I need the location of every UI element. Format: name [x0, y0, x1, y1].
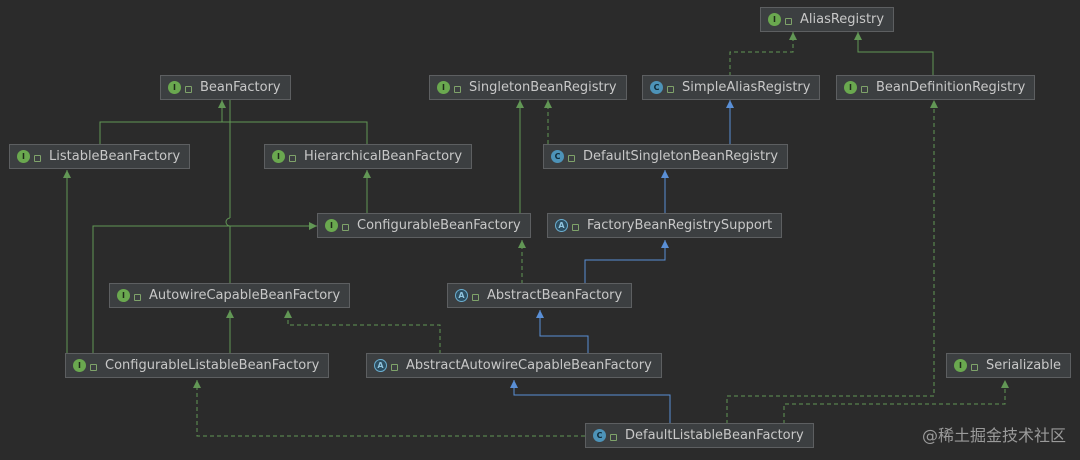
node-default-listable-bean-factory[interactable]: C DefaultListableBeanFactory — [585, 423, 814, 448]
watermark: @稀土掘金技术社区 — [921, 426, 1066, 445]
interface-icon: I — [272, 150, 285, 163]
lock-icon — [785, 18, 792, 25]
link-default-listable-to-conf-listable — [193, 380, 585, 437]
lock-icon — [342, 224, 349, 231]
lock-icon — [34, 155, 41, 162]
interface-icon: I — [168, 81, 181, 94]
node-configurable-listable-bean-factory[interactable]: I ConfigurableListableBeanFactory — [65, 353, 330, 378]
node-label: HierarchicalBeanFactory — [304, 149, 463, 164]
link-default-listable-to-serializable — [783, 380, 1009, 424]
node-abstract-autowire-capable-bean-factory[interactable]: A AbstractAutowireCapableBeanFactory — [366, 353, 662, 378]
lock-icon — [289, 155, 296, 162]
link-listable-to-bean-factory — [99, 100, 226, 144]
interface-icon: I — [768, 13, 781, 26]
abstract-class-icon: A — [374, 359, 387, 372]
node-alias-registry[interactable]: I AliasRegistry — [760, 7, 895, 32]
link-abstract-autowire-to-abstract-bf — [536, 310, 589, 354]
abstract-class-icon: A — [455, 289, 468, 302]
link-abstract-bf-to-factory-support — [584, 240, 669, 284]
node-simple-alias-registry[interactable]: C SimpleAliasRegistry — [642, 75, 821, 100]
node-label: DefaultSingletonBeanRegistry — [583, 149, 779, 164]
abstract-class-icon: A — [555, 219, 568, 232]
lock-icon — [971, 364, 978, 371]
lock-icon — [472, 294, 479, 301]
node-label: Serializable — [986, 358, 1062, 373]
node-serializable[interactable]: I Serializable — [946, 353, 1072, 378]
interface-icon: I — [73, 359, 86, 372]
node-factory-bean-registry-support[interactable]: A FactoryBeanRegistrySupport — [547, 213, 783, 238]
node-autowire-capable-bean-factory[interactable]: I AutowireCapableBeanFactory — [109, 283, 351, 308]
interface-icon: I — [117, 289, 130, 302]
lock-icon — [391, 364, 398, 371]
node-hierarchical-bean-factory[interactable]: I HierarchicalBeanFactory — [264, 144, 473, 169]
node-label: SimpleAliasRegistry — [682, 80, 811, 95]
node-configurable-bean-factory[interactable]: I ConfigurableBeanFactory — [317, 213, 531, 238]
node-label: ConfigurableBeanFactory — [357, 218, 521, 233]
link-conf-listable-to-configurable — [92, 222, 317, 354]
node-bean-definition-registry[interactable]: I BeanDefinitionRegistry — [836, 75, 1036, 100]
link-hierarchical-to-bean-factory — [222, 121, 368, 144]
lock-icon — [667, 86, 674, 93]
node-label: AbstractAutowireCapableBeanFactory — [406, 358, 652, 373]
link-simple-alias-to-alias — [729, 32, 797, 76]
node-label: BeanFactory — [200, 80, 281, 95]
link-bean-def-to-alias — [854, 32, 934, 76]
link-abstract-autowire-to-autowire — [284, 310, 441, 354]
lock-icon — [454, 86, 461, 93]
link-default-listable-to-abstract-autowire — [510, 380, 671, 424]
lock-icon — [90, 364, 97, 371]
class-icon: C — [650, 81, 663, 94]
lock-icon — [185, 86, 192, 93]
node-bean-factory[interactable]: I BeanFactory — [160, 75, 291, 100]
node-label: BeanDefinitionRegistry — [876, 80, 1026, 95]
lock-icon — [568, 155, 575, 162]
lock-icon — [610, 434, 617, 441]
class-icon: C — [551, 150, 564, 163]
interface-icon: I — [17, 150, 30, 163]
node-label: ListableBeanFactory — [49, 149, 181, 164]
lock-icon — [134, 294, 141, 301]
link-autowire-hop — [225, 217, 231, 227]
node-abstract-bean-factory[interactable]: A AbstractBeanFactory — [447, 283, 633, 308]
class-icon: C — [593, 429, 606, 442]
node-listable-bean-factory[interactable]: I ListableBeanFactory — [9, 144, 191, 169]
node-label: ConfigurableListableBeanFactory — [105, 358, 320, 373]
node-label: FactoryBeanRegistrySupport — [587, 218, 773, 233]
node-default-singleton-bean-registry[interactable]: C DefaultSingletonBeanRegistry — [543, 144, 789, 169]
interface-icon: I — [844, 81, 857, 94]
interface-icon: I — [325, 219, 338, 232]
node-label: AbstractBeanFactory — [487, 288, 623, 303]
node-label: AutowireCapableBeanFactory — [149, 288, 341, 303]
lock-icon — [572, 224, 579, 231]
interface-icon: I — [437, 81, 450, 94]
node-label: DefaultListableBeanFactory — [625, 428, 804, 443]
lock-icon — [861, 86, 868, 93]
node-label: AliasRegistry — [800, 12, 885, 27]
link-default-listable-to-bean-def — [726, 100, 938, 424]
node-label: SingletonBeanRegistry — [469, 80, 617, 95]
node-singleton-bean-registry[interactable]: I SingletonBeanRegistry — [429, 75, 627, 100]
interface-icon: I — [954, 359, 967, 372]
